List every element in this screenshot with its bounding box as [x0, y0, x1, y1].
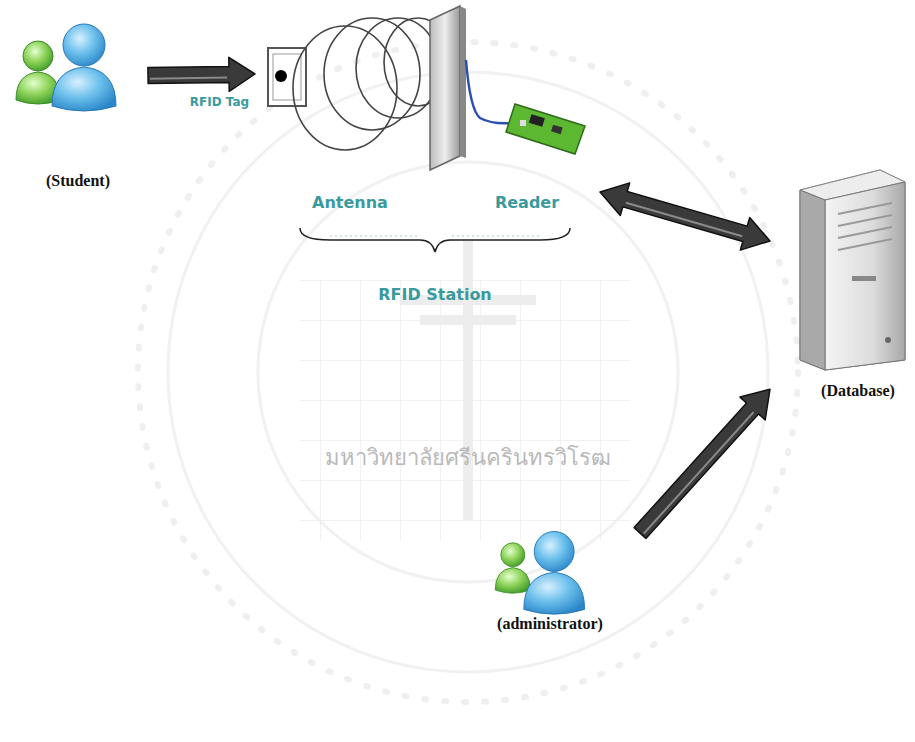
arrow-highlight [644, 412, 754, 534]
edge-label: RFID Tag [188, 95, 251, 109]
arrow-connector [148, 57, 255, 91]
watermark-text: มหาวิทยาลัยศรีนครินทรวิโรฒ [325, 440, 611, 475]
part-label: Antenna [312, 193, 388, 212]
part-label: Reader [495, 193, 559, 212]
administrator-icon [495, 532, 584, 615]
student-node: (Student) [8, 20, 148, 205]
rfid-station-node: Antenna ReaderRFID Station [255, 15, 600, 310]
student-icon [16, 24, 116, 111]
arrow-connector [634, 389, 770, 538]
antenna-coil [293, 18, 452, 150]
dotted-guide [330, 236, 540, 237]
reader-board [466, 60, 585, 154]
database-node: (Database) [770, 150, 912, 410]
arrow-highlight [626, 203, 742, 236]
server-icon [800, 170, 905, 370]
group-label: RFID Station [378, 285, 492, 304]
reader-panel [430, 6, 466, 170]
station-brace [300, 228, 570, 252]
arrow-connector [600, 183, 770, 250]
watermark-seal [138, 42, 798, 702]
node-label: (Student) [46, 172, 110, 190]
arrow-highlight [150, 78, 227, 79]
node-label: (Database) [821, 382, 895, 400]
node-label: (administrator) [497, 615, 603, 633]
administrator-node: (administrator) [460, 520, 640, 650]
